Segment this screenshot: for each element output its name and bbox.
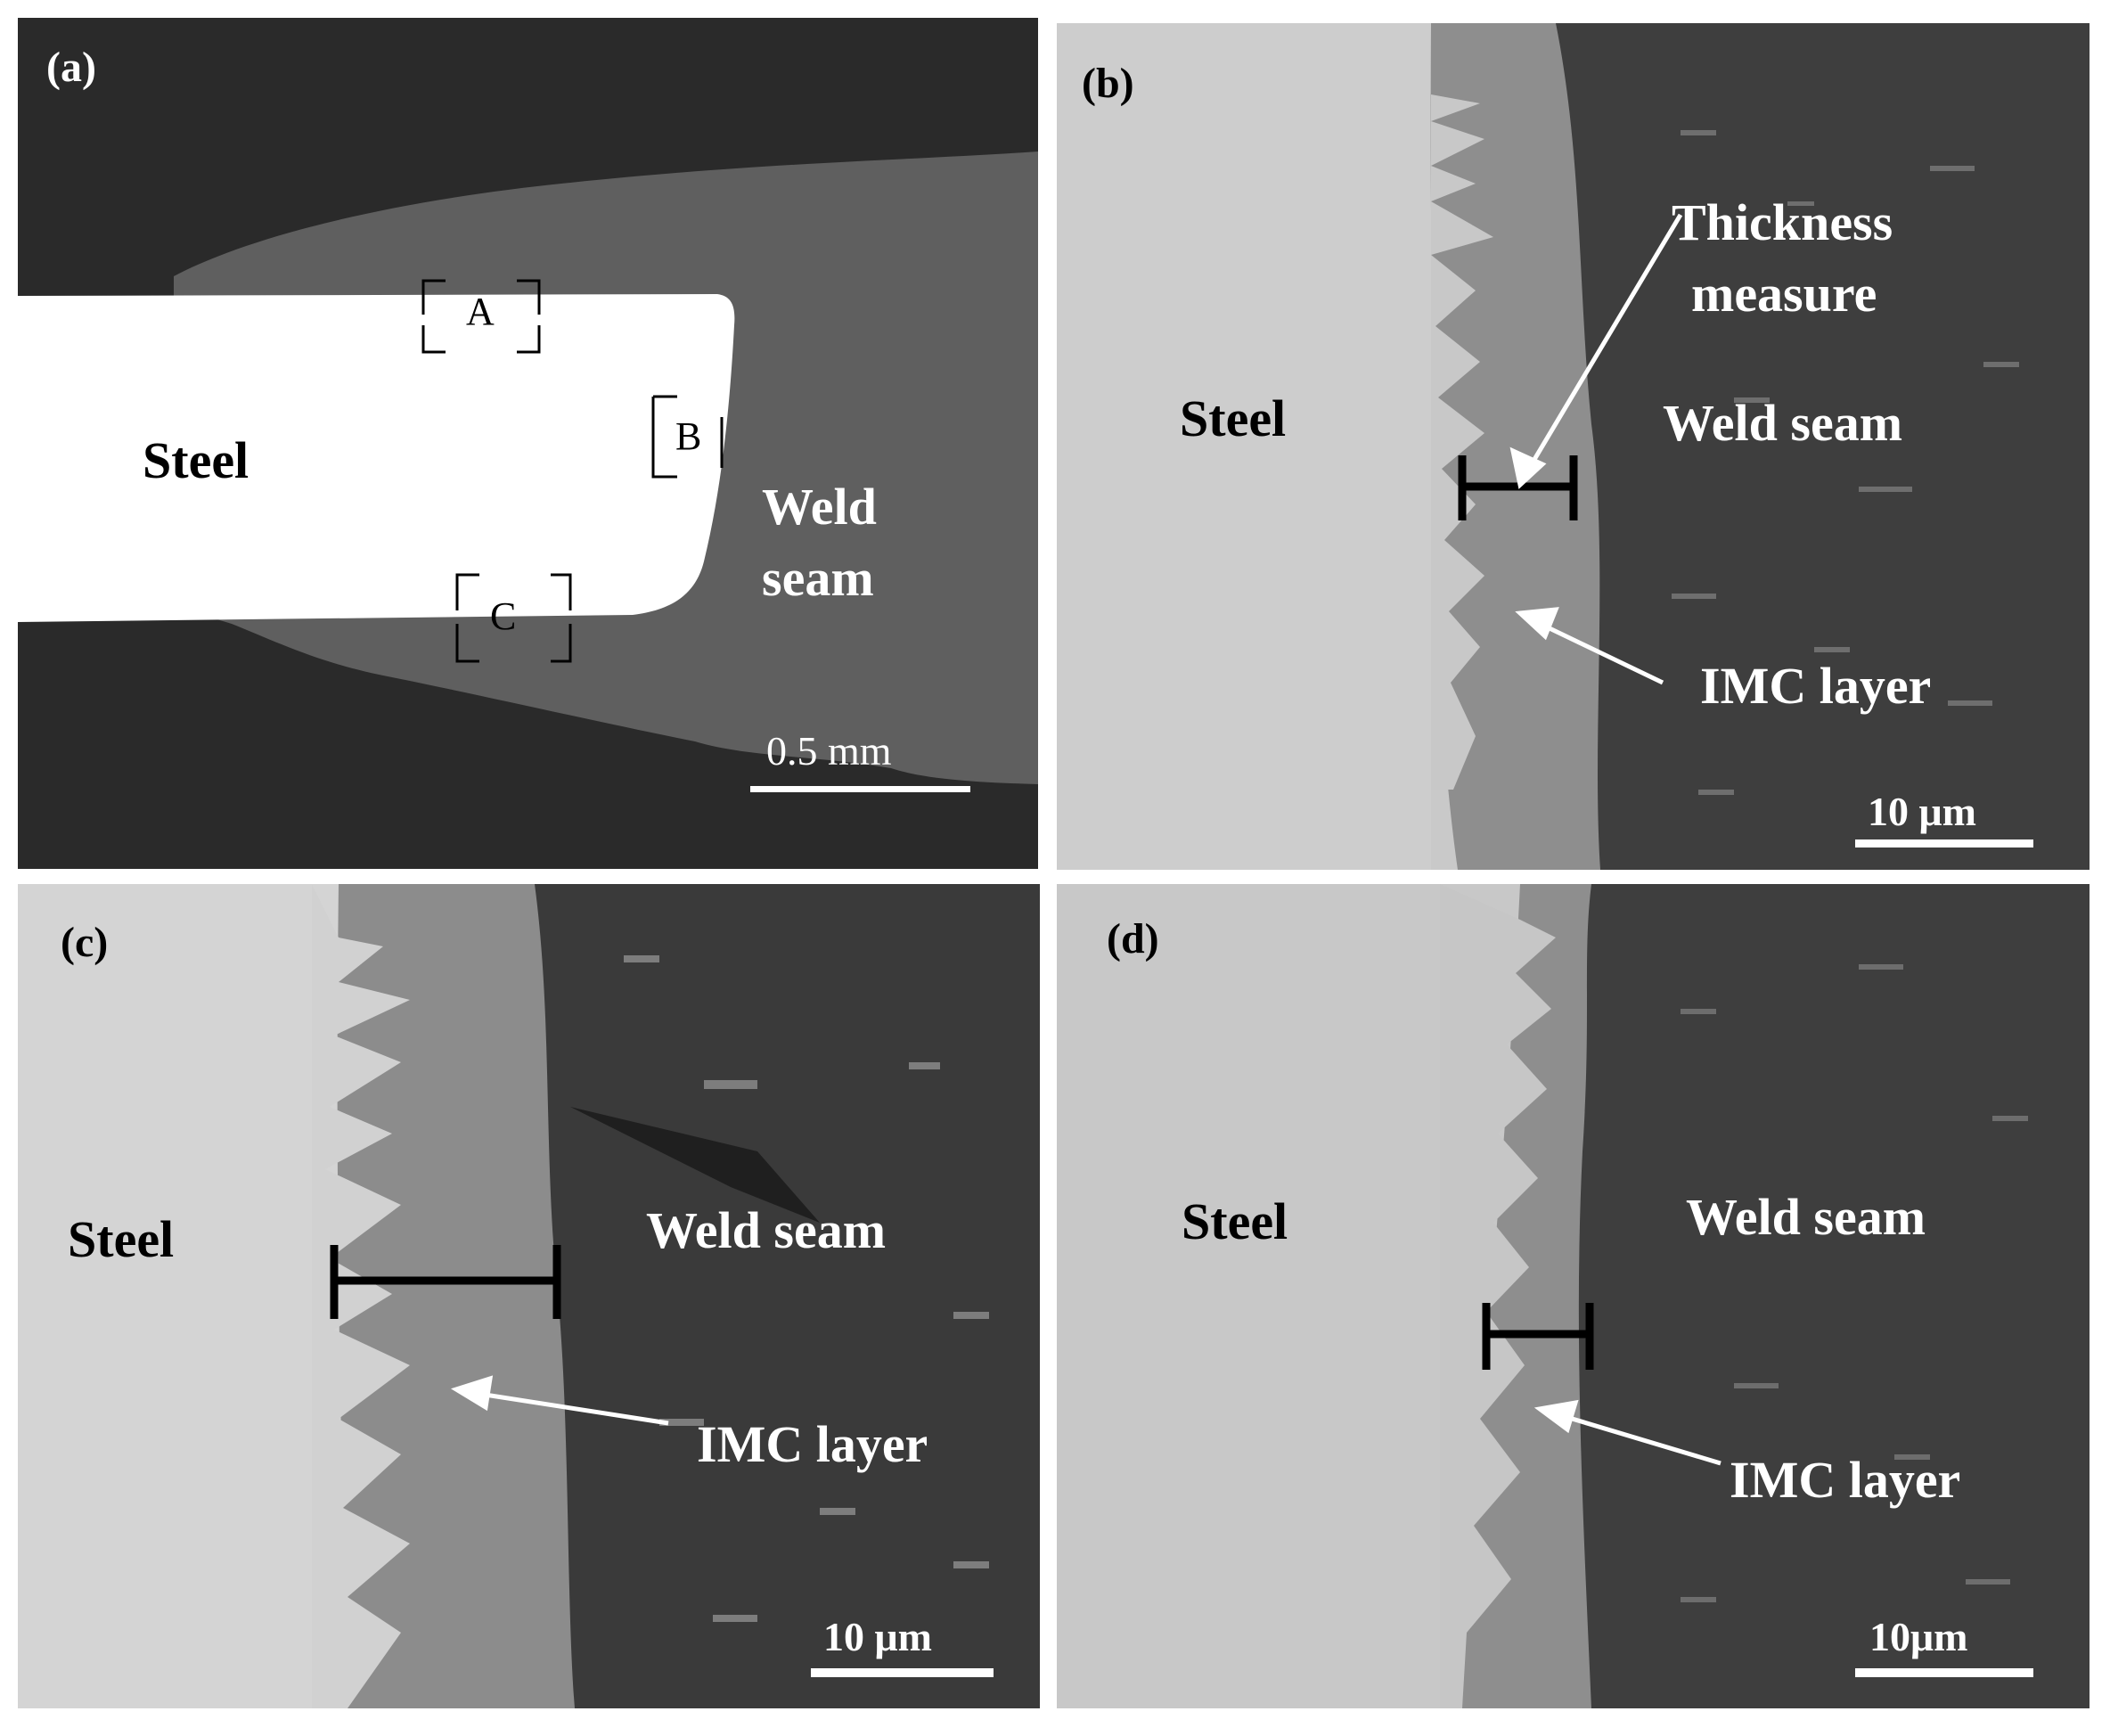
panel-c-steel-label: Steel: [68, 1210, 175, 1268]
panel-b-thickness-label-2: measure: [1691, 265, 1877, 323]
panel-b-scale-text: 10 μm: [1868, 789, 1976, 834]
panel-d-label: (d): [1107, 915, 1159, 962]
panel-a-steel-label: Steel: [143, 431, 249, 489]
panel-d-image: [1440, 884, 2090, 1708]
panel-a-weld-label-1: Weld: [762, 478, 877, 536]
panel-a-scale-bar: [750, 786, 970, 792]
box-a-label: A: [466, 290, 495, 333]
panel-a-weld-label-2: seam: [762, 549, 874, 607]
panel-b-weld-label: Weld seam: [1663, 394, 1903, 452]
panel-c-imc-label: IMC layer: [697, 1415, 928, 1473]
panel-d-scale-text: 10μm: [1869, 1614, 1968, 1659]
panel-b-steel-label: Steel: [1180, 389, 1287, 447]
panel-c-image: [312, 884, 1040, 1708]
panel-a-label: (a): [46, 44, 96, 91]
panel-b-imc-label: IMC layer: [1700, 657, 1932, 715]
panel-b: (b) Steel Weld seam Thickness measure IM…: [1057, 23, 2090, 870]
panel-b-image: [1057, 23, 2090, 870]
panel-d-imc-label: IMC layer: [1730, 1451, 1961, 1509]
panel-b-scale-bar: [1855, 839, 2033, 848]
box-c-label: C: [490, 594, 517, 638]
panel-b-thickness-label-1: Thickness: [1672, 193, 1893, 251]
panel-d-weld-label: Weld seam: [1686, 1188, 1926, 1246]
panel-a-image: [18, 151, 1038, 784]
panel-c-weld-label: Weld seam: [646, 1201, 887, 1259]
panel-a-scale-text: 0.5 mm: [766, 728, 892, 774]
panel-d-steel-label: Steel: [1182, 1192, 1288, 1250]
panel-b-label: (b): [1082, 60, 1134, 107]
box-b-label: B: [675, 414, 702, 458]
panel-c-scale-bar: [811, 1668, 994, 1677]
panel-c-label: (c): [61, 919, 109, 966]
panel-d: (d) Steel Weld seam IMC layer 10μm: [1057, 884, 2090, 1708]
panel-d-scale-bar: [1855, 1668, 2033, 1677]
panel-a: (a) Steel Weld seam A B C 0.5 mm: [18, 18, 1038, 869]
panel-c-scale-text: 10 μm: [823, 1614, 932, 1659]
panel-c: (c) Steel Weld seam IMC layer 10 μm: [18, 884, 1040, 1708]
